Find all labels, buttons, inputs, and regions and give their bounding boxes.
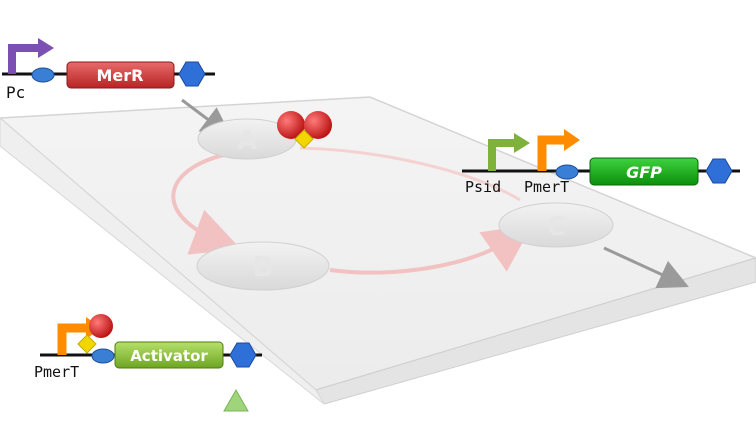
activator-gene-label: Activator — [130, 347, 208, 365]
terminator-hexagon-icon — [705, 158, 733, 184]
ligand-diamond-icon — [77, 334, 97, 354]
pmert-promoter-arrow-icon — [57, 323, 88, 355]
node-a-label: A — [237, 126, 257, 156]
rbs-icon — [555, 164, 579, 180]
pmert-bottom-label: PmerT — [34, 363, 79, 381]
gfp-construct: GFP Psid PmerT — [462, 129, 740, 196]
gfp-gene — [589, 157, 699, 186]
arrow-a-to-c — [299, 146, 521, 202]
node-c: C — [498, 202, 614, 248]
activator-construct: Activator PmerT — [34, 314, 262, 381]
node-a: A — [197, 118, 297, 160]
arrow-c-out — [603, 246, 689, 289]
merr-gene-label: MerR — [97, 66, 144, 85]
rbs-icon — [31, 67, 55, 83]
psid-promoter-arrow-icon — [488, 139, 516, 171]
mercury-ion-complex — [277, 111, 332, 149]
rbs-icon — [91, 348, 115, 364]
pc-label: Pc — [6, 83, 25, 102]
pmert-promoter-arrow-icon — [537, 135, 566, 171]
inducer-triangle-icon — [223, 388, 249, 412]
cycle-arrows — [171, 146, 533, 275]
arrow-b-to-c — [329, 224, 533, 275]
pmert-top-label: PmerT — [524, 178, 569, 196]
merr-gene — [66, 61, 175, 89]
gfp-gene-label: GFP — [626, 163, 662, 182]
merr-construct: MerR Pc — [2, 38, 215, 102]
node-b-label: B — [252, 250, 273, 283]
pc-promoter-arrow-icon — [8, 44, 40, 74]
psid-label: Psid — [465, 178, 501, 196]
terminator-hexagon-icon — [178, 61, 206, 87]
ligand-diamond-icon — [294, 129, 314, 149]
node-b: B — [196, 241, 330, 291]
arrow-a-to-b — [171, 150, 241, 255]
terminator-hexagon-icon — [229, 342, 257, 368]
node-c-label: C — [546, 212, 565, 242]
activator-gene — [114, 341, 224, 369]
